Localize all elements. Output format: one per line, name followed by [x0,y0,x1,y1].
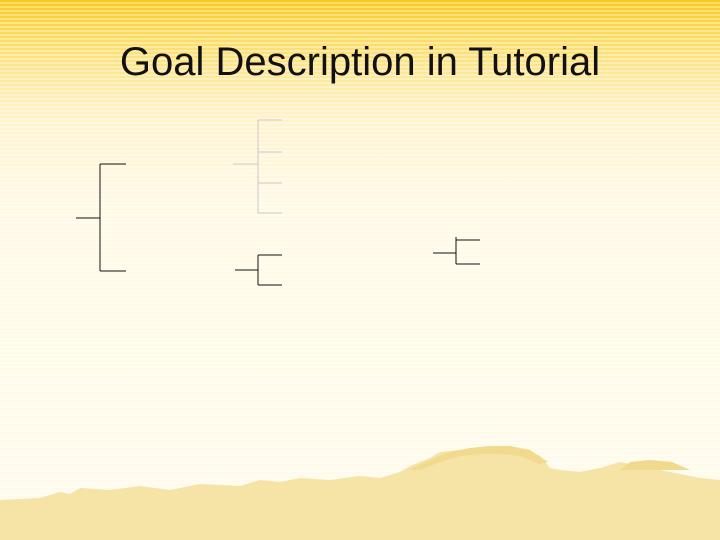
palace-skyline-decoration [0,446,720,540]
bracket-subgoals-lower [235,254,282,286]
bracket-subgoals-upper [233,119,282,214]
bracket-root [76,163,126,272]
slide-title: Goal Description in Tutorial [119,40,601,84]
bracket-subgoals-right [433,237,480,265]
